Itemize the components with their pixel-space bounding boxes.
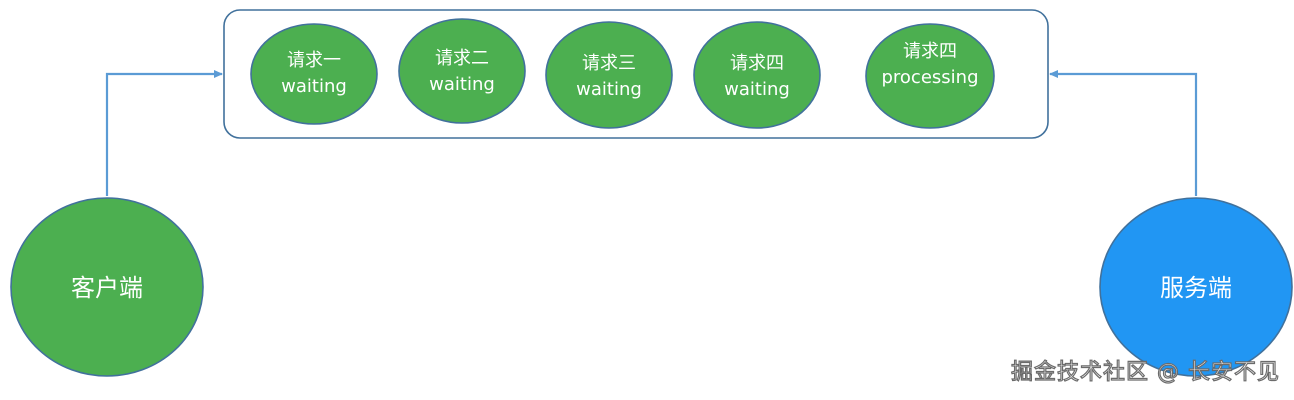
server-to-queue-arrow xyxy=(1049,70,1198,196)
request-node-1: 请求一 waiting xyxy=(250,23,378,125)
client-to-queue-arrow xyxy=(105,70,223,196)
request-node-4-title: 请求四 xyxy=(730,53,784,74)
client-label: 客户端 xyxy=(71,274,143,302)
request-node-2-status: waiting xyxy=(429,74,495,95)
request-node-2-title: 请求二 xyxy=(435,48,489,69)
request-node-5-title: 请求四 xyxy=(903,41,957,62)
server-node: 服务端 xyxy=(1099,197,1293,377)
request-node-4: 请求四 waiting xyxy=(693,21,821,129)
request-node-2: 请求二 waiting xyxy=(398,18,526,124)
watermark-text: 掘金技术社区 @ 长安不见 xyxy=(1010,359,1280,385)
server-label: 服务端 xyxy=(1160,274,1232,302)
request-node-3-status: waiting xyxy=(576,79,642,100)
client-node: 客户端 xyxy=(10,197,204,377)
request-node-1-status: waiting xyxy=(281,76,347,97)
request-node-3: 请求三 waiting xyxy=(545,21,673,129)
request-node-4-status: waiting xyxy=(724,79,790,100)
request-node-5: 请求四 processing xyxy=(865,23,995,129)
request-node-5-status: processing xyxy=(881,67,978,88)
request-node-3-title: 请求三 xyxy=(582,53,636,74)
request-node-1-title: 请求一 xyxy=(287,50,341,71)
